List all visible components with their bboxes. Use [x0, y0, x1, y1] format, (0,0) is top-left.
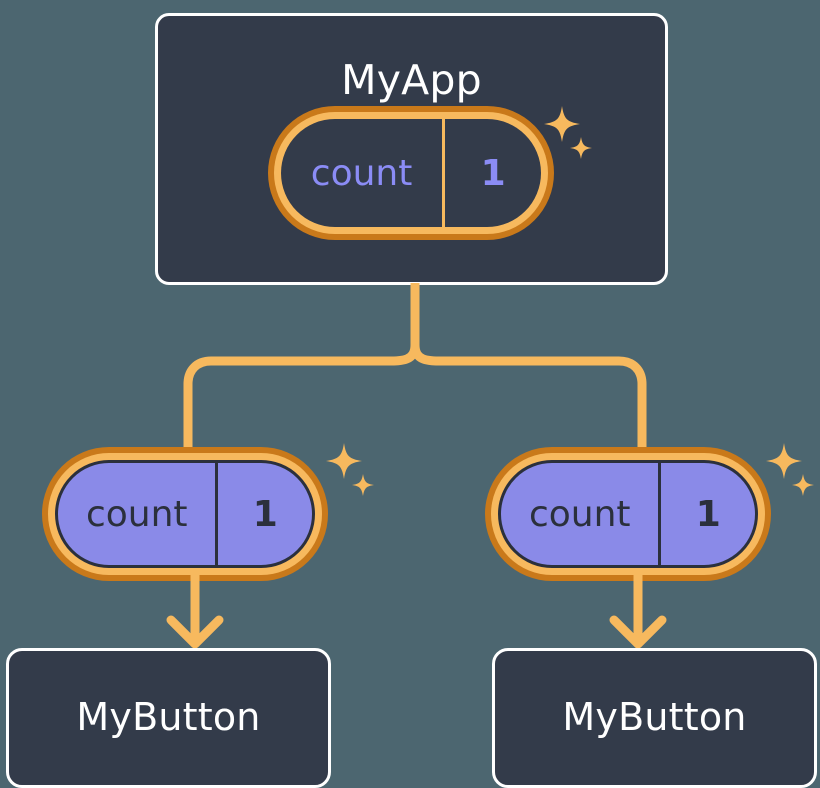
state-key-root: count [310, 152, 413, 194]
state-pill-child-left[interactable]: count 1 [42, 447, 328, 581]
state-pill-child-right[interactable]: count 1 [485, 447, 771, 581]
state-pill-body: count 1 [281, 119, 541, 227]
state-value-child-left: 1 [215, 463, 312, 565]
state-value-child-right: 1 [658, 463, 755, 565]
state-pill-ring: count 1 [491, 453, 765, 575]
component-label-mybutton-left: MyButton [76, 695, 261, 739]
state-pill-ring: count 1 [48, 453, 322, 575]
component-label-myapp: MyApp [341, 56, 482, 104]
sparkle-icon [318, 441, 378, 503]
state-pill-body: count 1 [498, 460, 758, 568]
state-pill-root[interactable]: count 1 [268, 106, 554, 240]
branch-connector [150, 278, 680, 460]
diagram-canvas: MyApp count 1 count 1 [6, 13, 817, 788]
down-arrow-right [603, 575, 673, 653]
state-pill-ring: count 1 [274, 112, 548, 234]
state-key-child-left: count [85, 493, 188, 535]
state-value-root: 1 [442, 119, 541, 227]
component-card-mybutton-right[interactable]: MyButton [492, 648, 817, 788]
state-key-child-right: count [528, 493, 631, 535]
component-card-mybutton-left[interactable]: MyButton [6, 648, 331, 788]
state-pill-body: count 1 [55, 460, 315, 568]
component-label-mybutton-right: MyButton [562, 695, 747, 739]
down-arrow-left [160, 575, 230, 653]
